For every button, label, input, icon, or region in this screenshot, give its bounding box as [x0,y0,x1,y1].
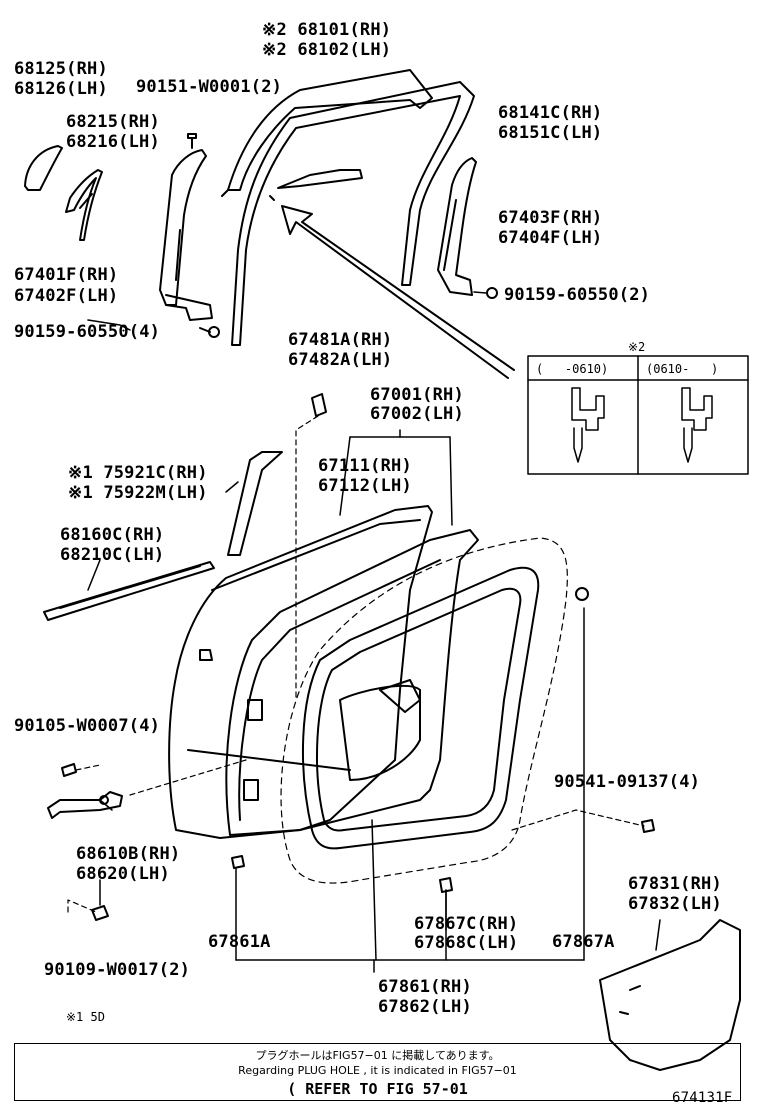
door-check [47,791,123,819]
door-outer-panel [168,505,433,839]
door-inner-panel [225,529,479,836]
p75921-label: ※1 75921C(RH) [68,463,208,483]
bolt-90105 [61,763,77,777]
p67861a-label: 67861A [208,932,271,952]
p75922-label: ※1 75922M(LH) [68,483,208,503]
p68620-label: 68620(LH) [76,864,170,884]
p67861-label: 67861(RH) [378,977,472,997]
bolt-60550-right-label: 90159-60550(2) [504,285,651,305]
door-frame-sash [301,566,540,850]
note-line-english: Regarding PLUG HOLE , it is indicated in… [238,1064,517,1077]
figure-id: 674131F [672,1090,733,1106]
clip-67481 [311,393,327,417]
note-refer-link[interactable]: ( REFER TO FIG 57-01 [287,1080,468,1098]
division-bar-seal [65,169,103,241]
p67111-label: 67111(RH) [318,456,412,476]
p68125-label: 68125(RH) [14,59,108,79]
run-rh-label: 68141C(RH) [498,103,603,123]
p67404-label: 67404F(LH) [498,228,603,248]
bolt-90105-label: 90105-W0007(4) [14,716,161,736]
inset-col2-header: (0610- ) [646,362,719,376]
p67112-label: 67112(LH) [318,476,412,496]
p68216-label: 68216(LH) [66,132,160,152]
rear-lower-frame [437,157,477,296]
inset-box [527,355,749,475]
p67831-label: 67831(RH) [628,874,722,894]
p67832-label: 67832(LH) [628,894,722,914]
screw-90151-label: 90151-W0001(2) [136,77,283,97]
p67867c-label: 67867C(RH) [414,914,519,934]
note-line-japanese: プラグホールはFIG57−01 に掲載してあります。 [255,1049,500,1062]
door-weatherstrip [280,537,568,884]
arrow-to-inset [281,205,515,379]
p68215-label: 68215(RH) [66,112,160,132]
p67401-label: 67401F(RH) [14,265,119,285]
quarter-glass-piece [24,145,63,191]
p67001-label: 67001(RH) [370,385,464,405]
bolt-60550-left-label: 90159-60550(4) [14,322,161,342]
glass-run [231,81,475,346]
belt-molding [43,561,215,621]
p68210-label: 68210C(LH) [60,545,165,565]
clip-67867c [439,877,453,893]
inset-mark: ※2 [628,340,646,354]
p68160-label: 68160C(RH) [60,525,165,545]
run-lh-label: 68151C(LH) [498,123,603,143]
bolt-90109 [91,905,109,921]
bolt-60550-left [199,326,220,338]
front-lower-frame [159,149,213,321]
bolt-60550-right [486,287,498,299]
p67002-label: 67002(LH) [370,404,464,424]
plug-hole-note: プラグホールはFIG57−01 に掲載してあります。 Regarding PLU… [14,1043,741,1101]
clip-67861a [231,855,245,869]
p67868c-label: 67868C(LH) [414,933,519,953]
p67403-label: 67403F(RH) [498,208,603,228]
p67862-label: 67862(LH) [378,997,472,1017]
inset-col1-header: ( -0610) [536,362,609,376]
service-hole-cover [599,919,741,1071]
glass-rh-label: ※2 68101(RH) [262,20,392,40]
p67482-label: 67482A(LH) [288,350,393,370]
p68610-label: 68610B(RH) [76,844,181,864]
clip-90541-label: 90541-09137(4) [554,772,701,792]
screw-90151 [187,133,197,149]
clip-67867a [575,587,589,601]
p67867a-label: 67867A [552,932,615,952]
pillar-garnish [227,451,283,556]
bolt-90109-label: 90109-W0017(2) [44,960,191,980]
glass-lh-label: ※2 68102(LH) [262,40,392,60]
p67402-label: 67402F(LH) [14,286,119,306]
p68126-label: 68126(LH) [14,79,108,99]
dashed-leaders [67,415,645,913]
footnote: ※1 5D [66,1010,105,1024]
p67481-label: 67481A(RH) [288,330,393,350]
clip-90541 [641,819,655,833]
